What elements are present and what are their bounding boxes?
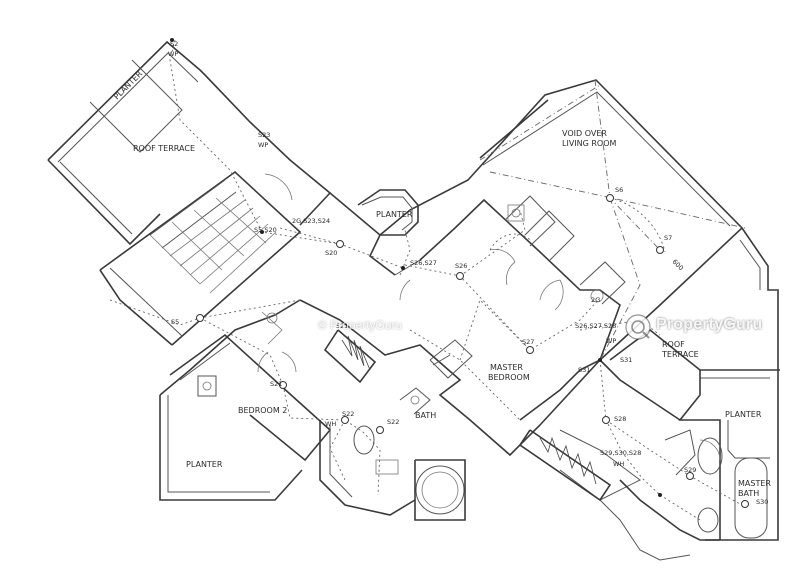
switch-dot <box>170 38 174 42</box>
label-bedroom2: BEDROOM 2 <box>238 406 287 415</box>
switch-dot <box>598 358 602 362</box>
light-point-s22-b <box>376 426 384 434</box>
label-planter-mid: PLANTER <box>376 210 413 219</box>
light-point-s6 <box>606 194 614 202</box>
right-wing-walls <box>519 227 780 561</box>
switch-s31-a: S31 <box>620 356 632 364</box>
room-labels: PLANTER ROOF TERRACE VOID OVER LIVING RO… <box>112 69 771 498</box>
heater-wh-right: WH <box>613 460 624 468</box>
label-roof-terrace-top: ROOF TERRACE <box>133 144 195 153</box>
label-roof-right-line1: ROOF <box>662 340 685 349</box>
light-point-s27 <box>526 346 534 354</box>
switch-s22-b: S22 <box>387 418 399 426</box>
outlet-wp-right: WP <box>606 337 616 345</box>
label-void-line2: LIVING ROOM <box>562 139 617 148</box>
heater-wh-left: WH <box>325 420 336 428</box>
wardrobe-left <box>323 329 377 384</box>
propertyguru-logo-icon <box>625 314 651 340</box>
switch-s22-a: S22 <box>342 410 354 418</box>
switch-dot <box>401 266 405 270</box>
switch-s21: S21 <box>270 380 282 388</box>
switch-s6: S6 <box>615 186 623 194</box>
switch-2g-s23-s24: 2G S23,S24 <box>292 217 330 225</box>
switch-s21-top: S21 <box>336 322 348 330</box>
bedroom2-walls <box>159 299 332 501</box>
label-master-bath-line1: MASTER <box>738 479 771 488</box>
light-fixtures <box>170 38 749 508</box>
label-master-bedroom-line1: MASTER <box>490 363 523 372</box>
label-master-bath-line2: BATH <box>738 489 759 498</box>
switch-dot <box>658 493 662 497</box>
label-roof-right-line2: TERRACE <box>661 350 699 359</box>
light-point-s29 <box>686 472 694 480</box>
switch-s5-s20: S5,S20 <box>254 226 277 234</box>
switch-2g-right: 2G <box>591 296 600 304</box>
outlet-wp-top: WP <box>168 50 178 58</box>
switch-s26-s27-s28: S26,S27,S28 <box>575 322 616 330</box>
switch-labels: S2 WP S23 WP S5,S20 2G S23,S24 S20 S26,S… <box>168 40 768 506</box>
light-point-s22-a <box>341 416 349 424</box>
switch-dot <box>260 230 264 234</box>
switch-s20: S20 <box>325 249 337 257</box>
master-bedroom-walls <box>299 79 744 457</box>
switch-s31-b: S31 <box>578 366 590 374</box>
light-point-s5 <box>196 314 204 322</box>
light-point-s28 <box>602 416 610 424</box>
watermark-brand: PropertyGuru <box>656 316 763 333</box>
switch-s5: S5 <box>171 318 179 326</box>
wiring <box>109 39 746 521</box>
switch-s2-top: S2 <box>170 40 178 48</box>
label-planter-right: PLANTER <box>725 410 762 419</box>
switch-s27: S27 <box>522 338 534 346</box>
watermark-copyright: © PropertyGuru <box>318 318 403 332</box>
staircase <box>99 170 302 346</box>
label-planter-top: PLANTER <box>112 69 144 101</box>
light-point-s20 <box>336 240 344 248</box>
switch-s30: S30 <box>756 498 768 506</box>
light-point-s21 <box>279 381 287 389</box>
label-planter-left: PLANTER <box>186 460 223 469</box>
light-point-s7 <box>656 246 664 254</box>
label-bath: BATH <box>415 411 436 420</box>
label-master-bedroom-line2: BEDROOM <box>488 373 530 382</box>
switch-s29: S29 <box>684 466 696 474</box>
switch-s28: S28 <box>614 415 626 423</box>
dimension-600: 600 <box>671 258 685 272</box>
roof-terrace-walls <box>47 40 332 246</box>
switch-s26-s27: S26,S27 <box>410 259 437 267</box>
switch-s29-s30-s28: S29,S30,S28 <box>600 449 641 457</box>
bath-walls <box>319 387 466 521</box>
outlet-wp-mid: WP <box>258 141 268 149</box>
label-void-line1: VOID OVER <box>562 129 607 138</box>
switch-s26: S26 <box>455 262 467 270</box>
planter-mid <box>357 189 419 236</box>
switch-s23: S23 <box>258 131 270 139</box>
door-swings <box>257 173 721 461</box>
wardrobe-right <box>518 429 612 502</box>
light-point-s30 <box>741 500 749 508</box>
switch-s7: S7 <box>664 234 672 242</box>
light-point-s26 <box>456 272 464 280</box>
